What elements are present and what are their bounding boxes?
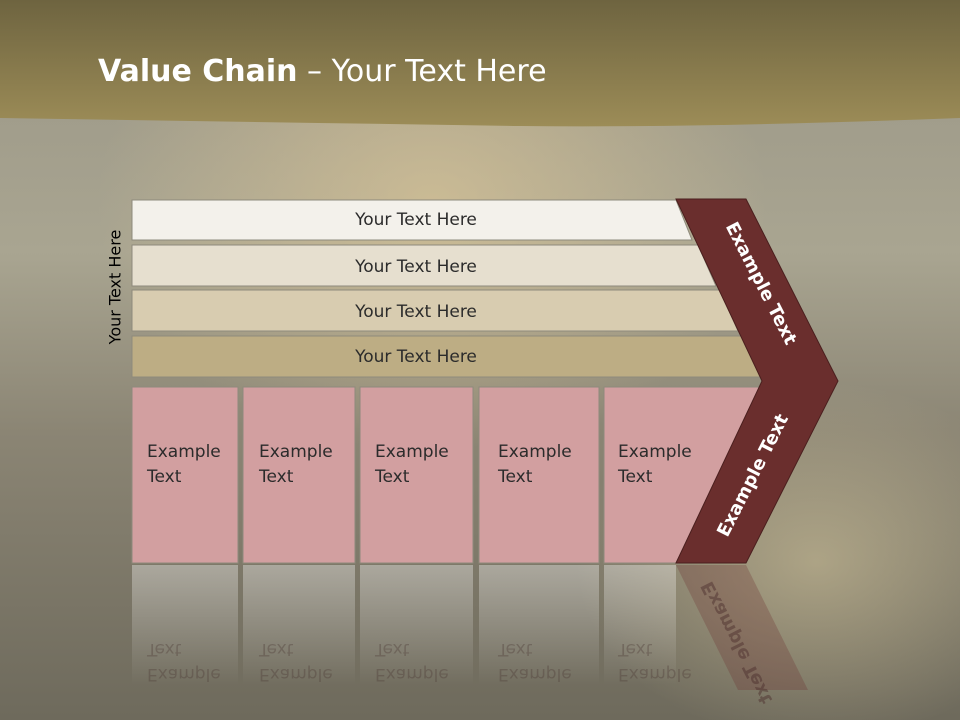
column-3-line1: Example <box>375 442 449 462</box>
column-2-text: Example Text <box>259 440 333 490</box>
slide-title: Value Chain – Your Text Here <box>98 54 547 89</box>
bar-4: Your Text Here <box>131 335 763 378</box>
column-2-line2: Text <box>259 467 294 487</box>
cell-reflection-3 <box>360 565 473 685</box>
column-cell-1 <box>131 386 239 564</box>
bar-3-label: Your Text Here <box>354 302 477 322</box>
column-5-text: Example Text <box>618 440 692 490</box>
column-3-reflection-line2: Text <box>375 639 410 659</box>
title-rest: – Your Text Here <box>297 54 547 89</box>
column-cell-4 <box>478 386 600 564</box>
column-1-reflection-line1: Example <box>147 664 221 684</box>
header-band <box>0 0 960 127</box>
cell-reflection-5 <box>604 565 676 685</box>
bar-3: Your Text Here <box>131 289 739 332</box>
column-1-reflection-line2: Text <box>147 639 182 659</box>
column-2-reflection-text: Example Text <box>259 636 333 686</box>
column-2-reflection-line2: Text <box>259 639 294 659</box>
column-3-reflection-text: Example Text <box>375 636 449 686</box>
bar-1: Your Text Here <box>131 199 693 241</box>
chevron-arrow <box>675 198 839 564</box>
column-5-line2: Text <box>618 467 653 487</box>
bar-2: Your Text Here <box>131 244 717 287</box>
column-1-text: Example Text <box>147 440 221 490</box>
column-4-line2: Text <box>498 467 533 487</box>
cell-reflection-2 <box>243 565 355 685</box>
column-3-reflection-line1: Example <box>375 664 449 684</box>
column-cell-2 <box>242 386 356 564</box>
column-1-line1: Example <box>147 442 221 462</box>
chevron-reflection <box>676 565 808 690</box>
column-3-line2: Text <box>375 467 410 487</box>
bar-2-label: Your Text Here <box>354 257 477 277</box>
cell-reflection-1 <box>132 565 238 685</box>
cell-reflection-4 <box>479 565 599 685</box>
bar-1-label: Your Text Here <box>354 210 477 230</box>
column-1-line2: Text <box>147 467 182 487</box>
column-2-reflection-line1: Example <box>259 664 333 684</box>
column-cell-3 <box>359 386 474 564</box>
column-5-reflection-text: Example Text <box>618 636 692 686</box>
bar-4-label: Your Text Here <box>354 347 477 367</box>
column-5-reflection-line2: Text <box>618 639 653 659</box>
column-4-reflection-text: Example Text <box>498 636 572 686</box>
column-2-line1: Example <box>259 442 333 462</box>
column-4-reflection-line2: Text <box>498 639 533 659</box>
column-5-reflection-line1: Example <box>618 664 692 684</box>
column-4-reflection-line1: Example <box>498 664 572 684</box>
title-bold: Value Chain <box>98 54 298 89</box>
column-5-line1: Example <box>618 442 692 462</box>
column-4-text: Example Text <box>498 440 572 490</box>
column-1-reflection-text: Example Text <box>147 636 221 686</box>
column-4-line1: Example <box>498 442 572 462</box>
column-3-text: Example Text <box>375 440 449 490</box>
